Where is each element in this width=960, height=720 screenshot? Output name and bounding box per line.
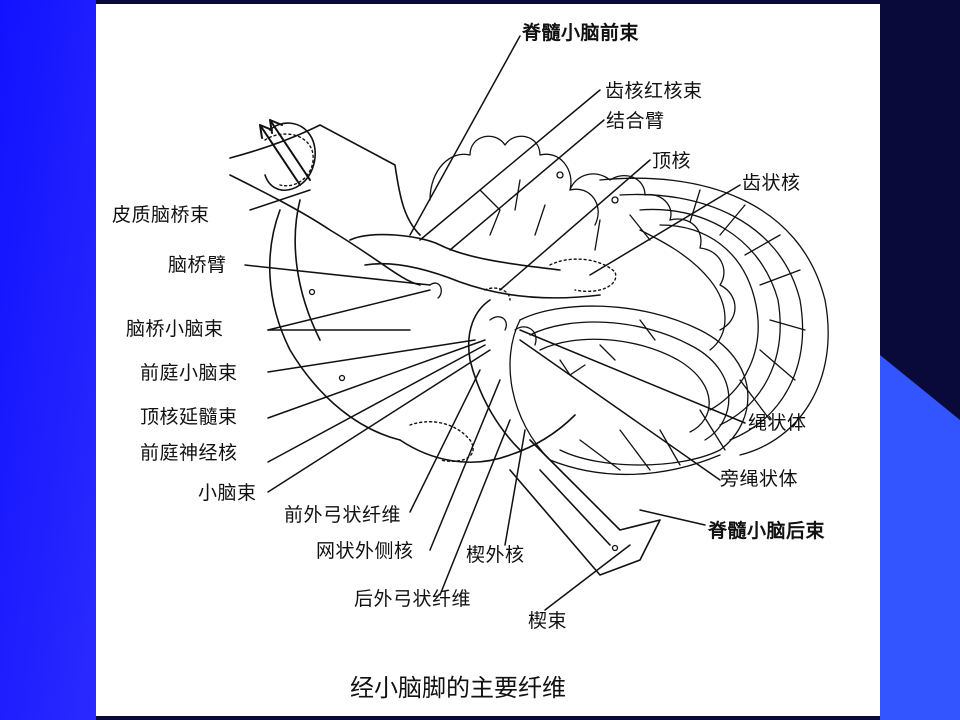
label-dentatorubral: 齿核红核束 <box>605 80 703 102</box>
label-cuneate-fasciculus: 楔束 <box>528 610 568 632</box>
label-cuneate-accessory-nucleus: 楔外核 <box>466 544 525 566</box>
cerebellar-lobules <box>429 135 736 351</box>
label-brachium-pontis: 脑桥臂 <box>168 254 227 276</box>
tract-details <box>308 282 656 552</box>
label-cerebellar-tract: 小脑束 <box>198 482 257 504</box>
label-juxtarestiform-body: 旁绳状体 <box>720 468 799 490</box>
corticopontine-arrows <box>259 119 311 186</box>
label-spinocerebellar-anterior: 脊髓小脑前束 <box>522 22 640 44</box>
brainstem-outline <box>229 122 661 576</box>
label-vestibular-nucleus: 前庭神经核 <box>140 442 238 464</box>
leader-lines <box>244 35 746 611</box>
figure-caption: 经小脑脚的主要纤维 <box>350 674 566 702</box>
label-spinocerebellar-posterior: 脊髓小脑后束 <box>708 520 826 542</box>
label-restiform-body: 绳状体 <box>748 412 807 434</box>
label-brachium-conjunctivum: 结合臂 <box>606 110 665 132</box>
figure-panel <box>96 4 880 716</box>
label-fastigial-nucleus: 顶核 <box>652 150 692 172</box>
label-lateral-reticular-nucleus: 网状外侧核 <box>316 540 414 562</box>
label-vestibulocerebellar: 前庭小脑束 <box>140 362 238 384</box>
label-anterior-external-arcuate: 前外弓状纤维 <box>284 504 402 526</box>
label-corticopontine: 皮质脑桥束 <box>112 204 210 226</box>
label-dentate-nucleus: 齿状核 <box>742 172 801 194</box>
label-posterior-external-arcuate: 后外弓状纤维 <box>354 588 472 610</box>
label-fastigiobulbar: 顶核延髓束 <box>140 406 238 428</box>
label-pontocerebellar: 脑桥小脑束 <box>126 318 224 340</box>
